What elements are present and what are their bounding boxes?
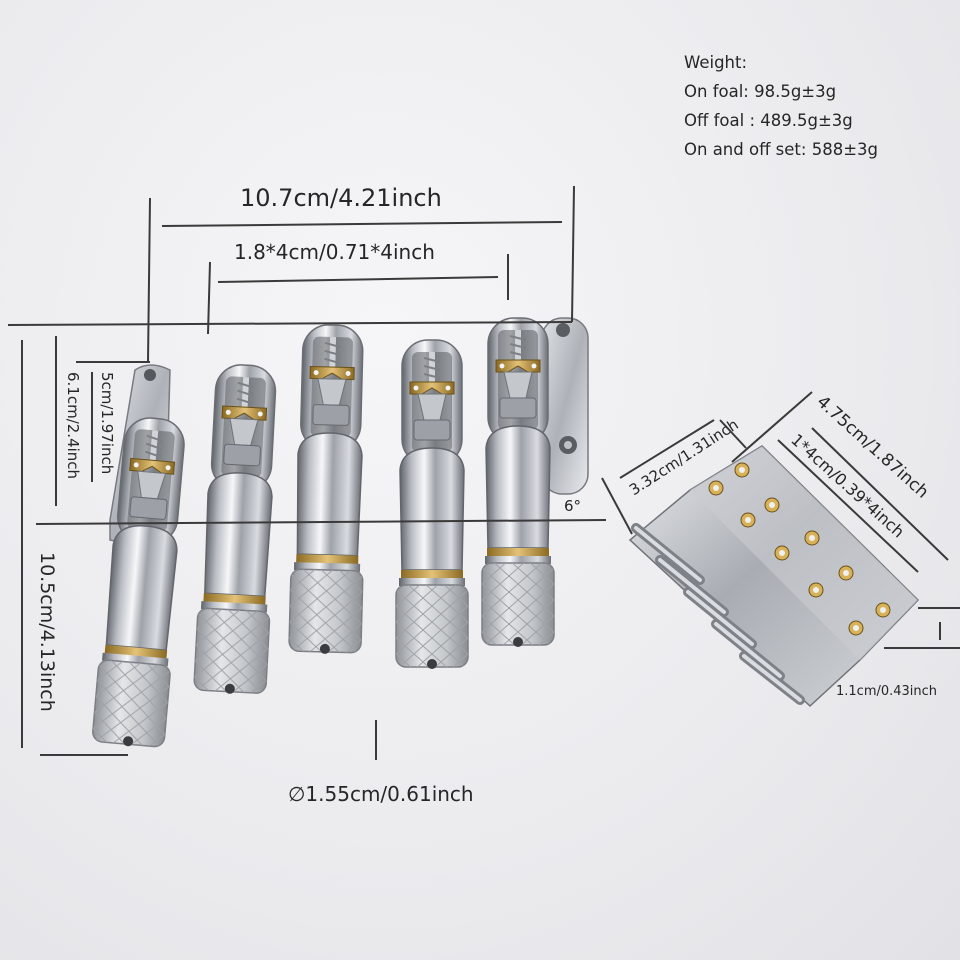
tuner-2 xyxy=(194,363,283,695)
weight-on-foal: On foal: 98.5g±3g xyxy=(684,82,837,101)
total-height-label: 10.5cm/4.13inch xyxy=(36,552,58,712)
tuner-5 xyxy=(482,318,554,647)
weight-set: On and off set: 588±3g xyxy=(684,140,878,159)
weight-heading: Weight: xyxy=(684,53,748,72)
nut-height-label: 1.1cm/0.43inch xyxy=(836,684,938,699)
dimension-lines xyxy=(7,185,960,760)
height-6-label: 6.1cm/2.4inch xyxy=(64,372,82,480)
diameter-label: ∅1.55cm/0.61inch xyxy=(288,782,474,806)
weight-info: Weight: On foal: 98.5g±3g Off foal : 489… xyxy=(684,48,878,164)
tuner-4 xyxy=(396,340,468,669)
nut-part xyxy=(628,445,920,708)
total-width-label: 10.7cm/4.21inch xyxy=(240,184,442,212)
weight-off-foal: Off foal : 489.5g±3g xyxy=(684,111,853,130)
saddle-width-label: 1.8*4cm/0.71*4inch xyxy=(234,240,435,264)
angle-label: 6° xyxy=(564,497,582,515)
tuner-3 xyxy=(289,324,370,655)
height-5-label: 5cm/1.97inch xyxy=(98,372,116,475)
